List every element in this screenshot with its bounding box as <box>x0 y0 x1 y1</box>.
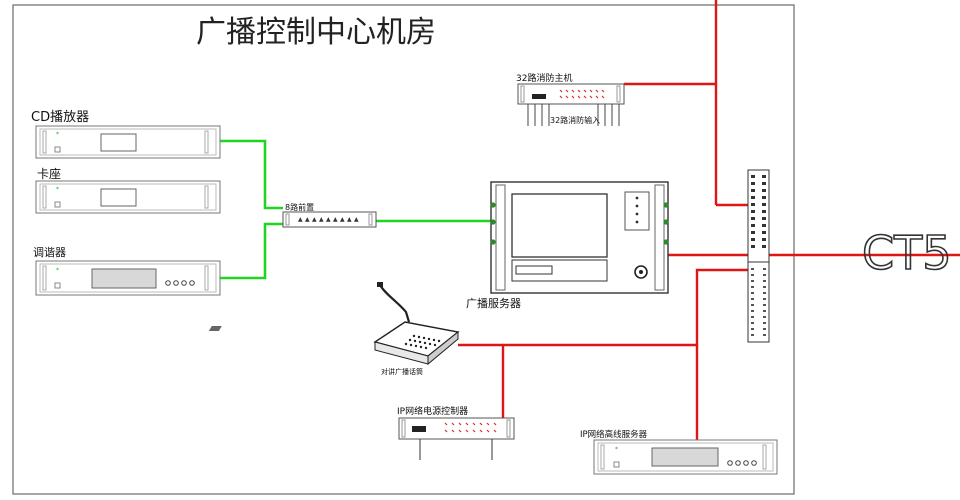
ip-network-server-device: * IP网络高线服务器 <box>580 429 778 475</box>
svg-text:*: * <box>56 267 59 274</box>
cassette-label: 卡座 <box>37 166 61 181</box>
tuner-to-preamp-line <box>220 222 283 280</box>
switch-to-mic-line <box>458 268 748 347</box>
server-monitor-screen <box>511 193 608 258</box>
network-lines <box>458 0 960 440</box>
ct5-label: CT5 <box>862 226 951 280</box>
zone-host-label: 32路消防主机 <box>516 72 572 84</box>
paging-mic-label: 对讲广播话筒 <box>381 367 423 376</box>
svg-text:*: * <box>56 131 59 138</box>
svg-text:▲: ▲ <box>298 216 303 223</box>
cassette-device: * 卡座 <box>35 166 221 214</box>
tuner-label: 调谐器 <box>33 245 66 259</box>
ip-power-label: IP网络电源控制器 <box>397 405 468 417</box>
diagram-title: 广播控制中心机房 <box>196 15 436 50</box>
ip-power-controller-device: IP网络电源控制器 <box>397 405 515 460</box>
gooseneck-mic-icon <box>379 284 411 323</box>
preamp-device: ▲▲▲ ▲▲▲ ▲▲▲ 8路前置 <box>282 202 377 228</box>
ip-server-label: IP网络高线服务器 <box>580 429 648 440</box>
svg-text:▲: ▲ <box>305 216 310 223</box>
tuner-device: * 调谐器 <box>33 245 221 296</box>
server-label: 广播服务器 <box>466 296 521 310</box>
room-frame <box>12 4 795 495</box>
audio-lines <box>220 139 493 280</box>
paging-mic-device: 对讲广播话筒 <box>208 282 460 376</box>
svg-text:▲: ▲ <box>354 216 359 223</box>
distribution-frame-device <box>747 169 770 343</box>
svg-text:▲: ▲ <box>319 216 324 223</box>
cd-to-preamp-line <box>220 139 283 210</box>
broadcast-server-device: 广播服务器 <box>466 181 669 310</box>
svg-text:▲: ▲ <box>312 216 317 223</box>
svg-text:▲: ▲ <box>326 216 331 223</box>
preamp-label: 8路前置 <box>285 202 314 212</box>
svg-text:*: * <box>56 186 59 193</box>
svg-text:▲: ▲ <box>333 216 338 223</box>
svg-text:▲: ▲ <box>340 216 345 223</box>
fire-input-label: 32路消防输入 <box>550 115 600 125</box>
svg-text:*: * <box>615 446 618 453</box>
svg-text:▲: ▲ <box>347 216 352 223</box>
zone-host-device: 32路消防主机 32路消防输入 <box>516 72 625 126</box>
cd-player-device: * CD播放器 <box>31 110 221 159</box>
cd-player-label: CD播放器 <box>31 110 89 125</box>
